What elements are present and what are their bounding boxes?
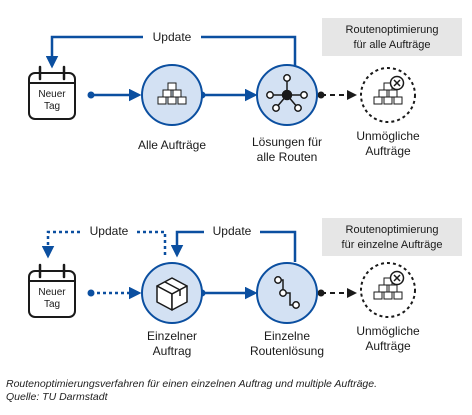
bottom-single-order-line2: Auftrag	[153, 344, 192, 358]
bottom-calendar-line1: Neuer	[38, 287, 66, 298]
top-route-solutions-node	[256, 64, 318, 126]
caption-source: Quelle: TU Darmstadt	[6, 391, 108, 403]
top-update-label: Update	[153, 30, 192, 44]
top-connector-dot	[317, 91, 325, 99]
top-impossible-orders-node	[360, 67, 416, 123]
bottom-update-right-label-bg	[204, 221, 260, 241]
top-calendar-icon: Neuer Tag	[27, 65, 77, 121]
bottom-impossible-line1: Unmögliche	[356, 324, 420, 338]
top-badge-background	[322, 18, 462, 56]
bottom-update-right-label: Update	[213, 224, 252, 238]
bottom-connector-dot	[317, 289, 325, 297]
top-calendar-line1: Neuer	[38, 89, 66, 100]
top-route-solutions-line1: Lösungen für	[252, 135, 322, 149]
bottom-calendar-icon: Neuer Tag	[27, 263, 77, 319]
bottom-single-route-line2: Routenlösung	[250, 344, 324, 358]
bottom-badge-line2: für einzelne Aufträge	[342, 239, 443, 251]
route-optimization-diagram: Routenoptimierung für alle Aufträge Upda…	[27, 18, 462, 358]
top-connector-dot	[87, 91, 95, 99]
bottom-update-left-label: Update	[90, 224, 129, 238]
top-badge-line1: Routenoptimierung	[346, 24, 439, 36]
top-badge-line2: für alle Aufträge	[353, 39, 430, 51]
cancel-x-icon	[389, 270, 405, 286]
bottom-badge-line1: Routenoptimierung	[346, 224, 439, 236]
bottom-single-order-node	[141, 262, 203, 324]
top-badge: Routenoptimierung für alle Aufträge	[322, 18, 462, 56]
bottom-update-left-label-bg	[81, 221, 137, 241]
cancel-x-icon	[389, 75, 405, 91]
bottom-badge-background	[322, 218, 462, 256]
package-box-icon	[156, 277, 188, 311]
top-impossible-line1: Unmögliche	[356, 129, 420, 143]
bottom-impossible-orders-node	[360, 262, 416, 318]
top-impossible-line2: Aufträge	[365, 144, 411, 158]
bottom-badge: Routenoptimierung für einzelne Aufträge	[322, 218, 462, 256]
top-route-solutions-line2: alle Routen	[257, 150, 318, 164]
bottom-diagram: Routenoptimierung für einzelne Aufträge …	[27, 218, 462, 358]
bottom-impossible-line2: Aufträge	[365, 339, 411, 353]
bottom-update-dotted-arrow	[41, 230, 167, 259]
bottom-single-route-node	[256, 262, 318, 324]
top-diagram: Routenoptimierung für alle Aufträge Upda…	[27, 18, 462, 164]
bottom-calendar-line2: Tag	[44, 299, 60, 310]
caption-line1: Routenoptimierungsverfahren für einen ei…	[6, 378, 378, 390]
top-all-orders-node	[141, 64, 203, 126]
top-update-label-bg	[143, 26, 201, 46]
route-path-icon	[274, 276, 300, 309]
bottom-single-route-line1: Einzelne	[264, 329, 310, 343]
top-all-orders-label: Alle Aufträge	[138, 138, 206, 152]
figure-caption: Routenoptimierungsverfahren für einen ei…	[6, 378, 466, 404]
bottom-single-order-line1: Einzelner	[147, 329, 197, 343]
top-calendar-line2: Tag	[44, 101, 60, 112]
network-icon	[266, 74, 308, 112]
bottom-connector-dot	[87, 289, 95, 297]
